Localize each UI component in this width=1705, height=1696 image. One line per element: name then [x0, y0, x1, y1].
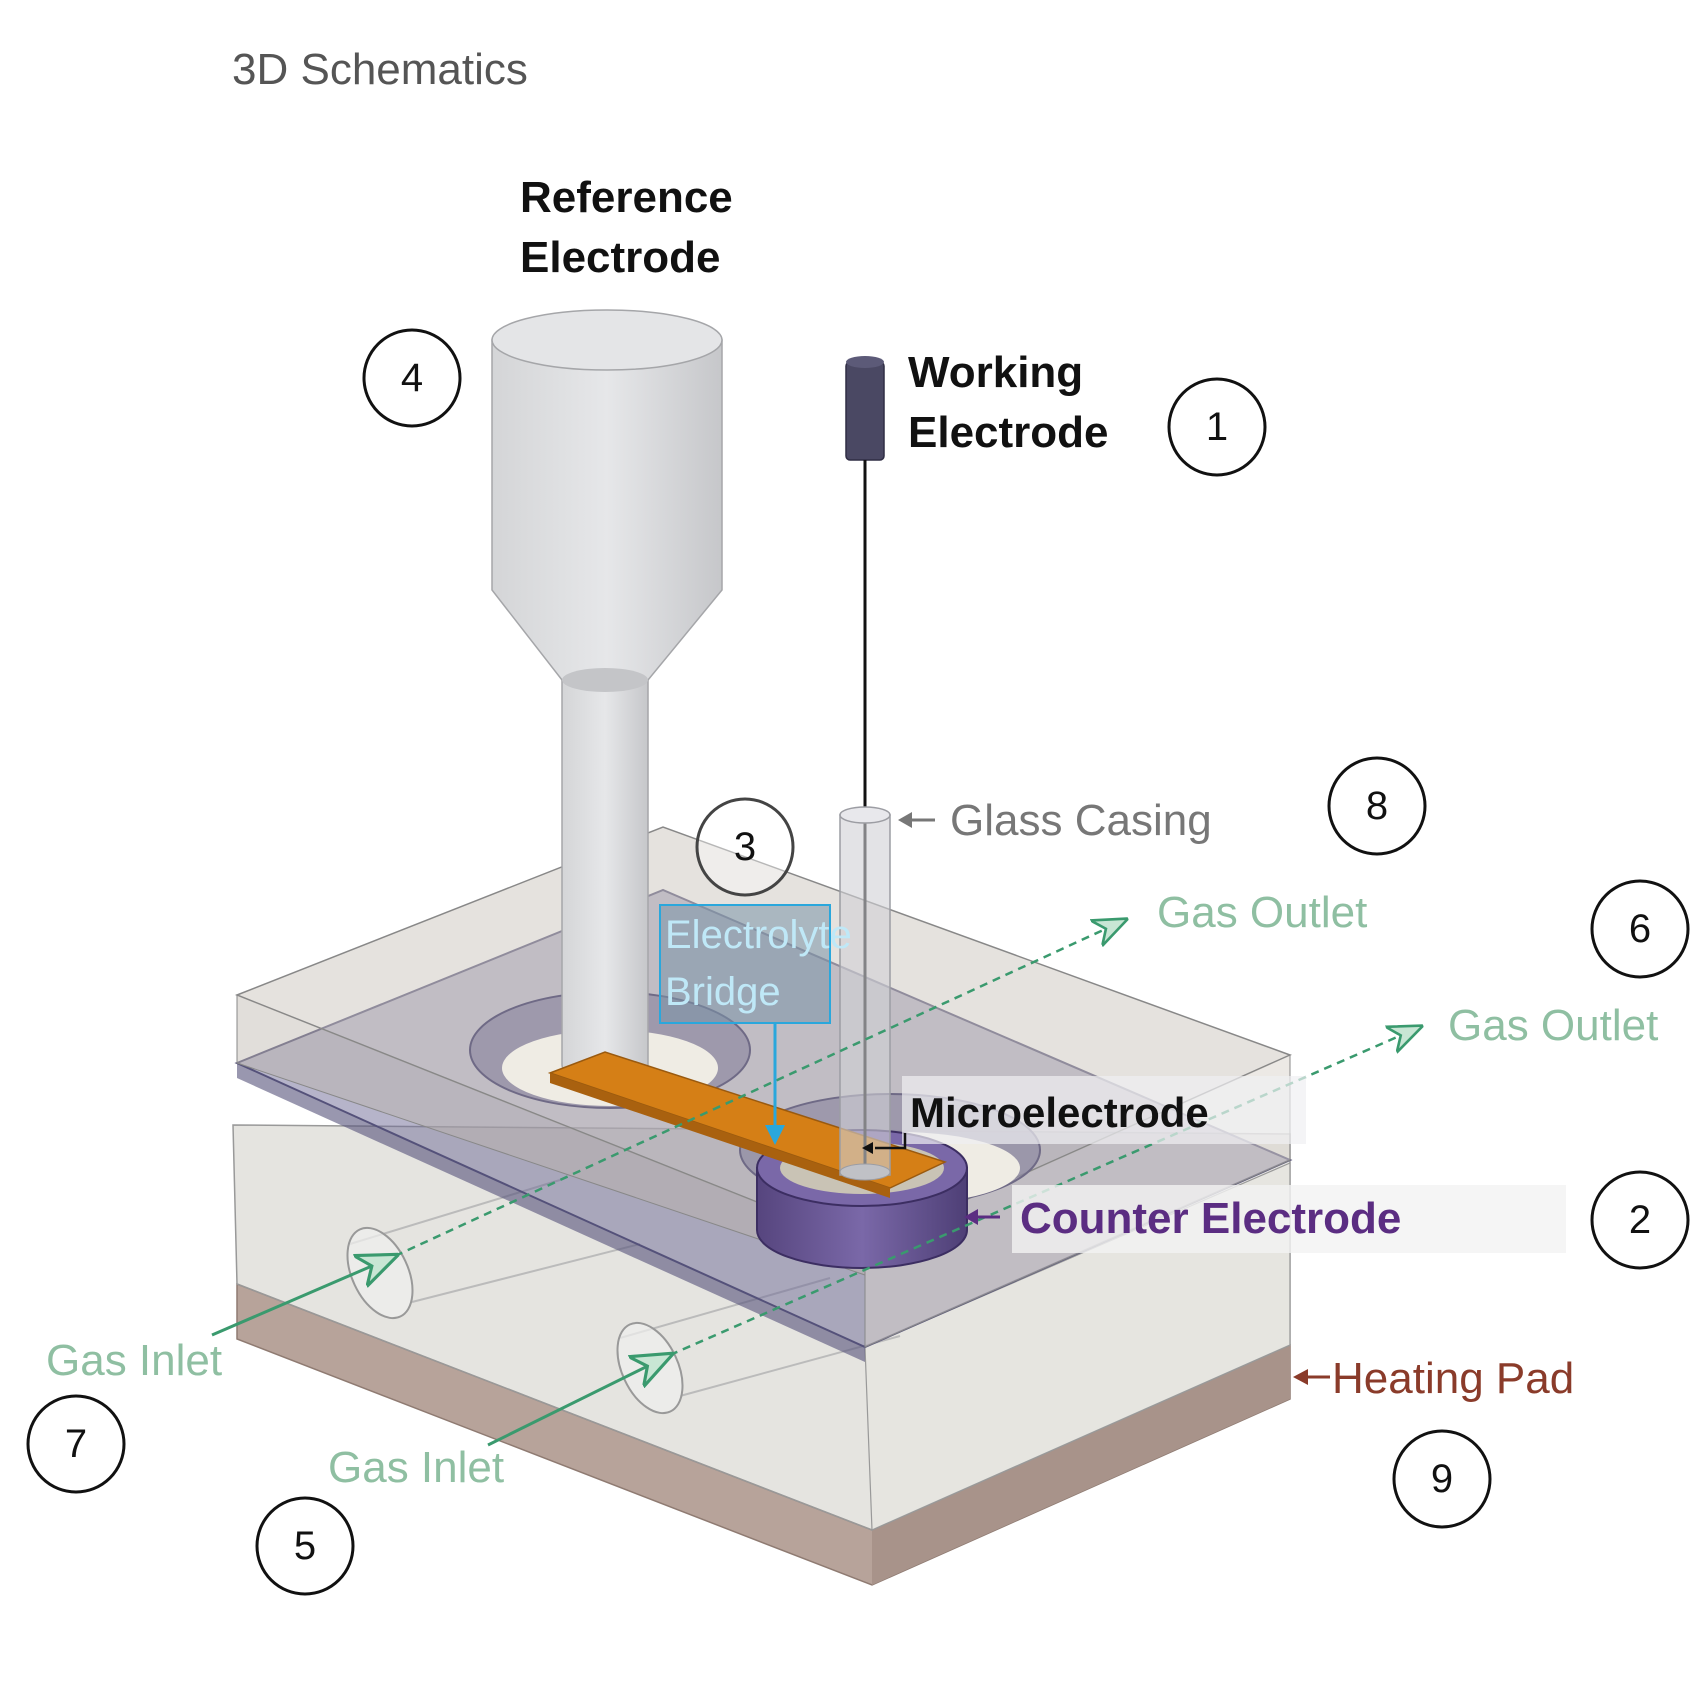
callout-2: 2 [1590, 1170, 1690, 1270]
callout-5: 5 [255, 1496, 355, 1596]
callout-6-number: 6 [1629, 907, 1651, 951]
electrolyte-bridge-line2: Bridge [665, 970, 781, 1014]
heating-pad-label: Heating Pad [1293, 1354, 1574, 1403]
working-electrode-line2: Electrode [908, 408, 1109, 457]
glass-casing [839, 806, 891, 1181]
callout-4-number: 4 [401, 356, 423, 400]
callout-8-number: 8 [1366, 784, 1388, 828]
callout-3: 3 [695, 797, 795, 897]
gas-outlet-upper-text: Gas Outlet [1157, 888, 1367, 937]
callout-2-number: 2 [1629, 1198, 1651, 1242]
electrolyte-bridge-label: Electrolyte Bridge [659, 904, 852, 1145]
reference-electrode-line1: Reference [520, 173, 733, 222]
callout-3-number: 3 [734, 825, 756, 869]
callout-7: 7 [26, 1394, 126, 1494]
gas-inlet-front-text: Gas Inlet [328, 1443, 504, 1492]
electrolyte-bridge-line1: Electrolyte [665, 913, 852, 957]
diagram-title: 3D Schematics [232, 45, 528, 94]
callout-6: 6 [1590, 879, 1690, 979]
microelectrode-label: Microelectrode [862, 1076, 1306, 1154]
electrolyte-bridge-pointer [765, 1125, 785, 1145]
callout-8: 8 [1327, 756, 1427, 856]
counter-electrode-text: Counter Electrode [1020, 1194, 1401, 1243]
microelectrode-text: Microelectrode [910, 1089, 1209, 1136]
callout-5-number: 5 [294, 1524, 316, 1568]
callout-1: 1 [1167, 377, 1267, 477]
callout-9-number: 9 [1431, 1457, 1453, 1501]
callout-1-number: 1 [1206, 405, 1228, 449]
callout-7-number: 7 [65, 1422, 87, 1466]
glass-casing-text: Glass Casing [950, 796, 1212, 845]
gas-inlet-arrow-left [211, 1256, 395, 1337]
gas-outlet-arrow-upper [394, 920, 1125, 1258]
heating-pad-text: Heating Pad [1332, 1354, 1574, 1403]
gas-outlet-right-text: Gas Outlet [1448, 1001, 1658, 1050]
working-electrode-line1: Working [908, 348, 1083, 397]
gas-inlet-arrow-front [487, 1355, 670, 1447]
reference-electrode [491, 309, 723, 1080]
counter-electrode-label: Counter Electrode [964, 1185, 1566, 1253]
gas-inlet-left-text: Gas Inlet [46, 1336, 222, 1385]
callout-9: 9 [1392, 1429, 1492, 1529]
glass-casing-label: Glass Casing [898, 796, 1212, 845]
callout-4: 4 [362, 328, 462, 428]
reference-electrode-line2: Electrode [520, 233, 721, 282]
